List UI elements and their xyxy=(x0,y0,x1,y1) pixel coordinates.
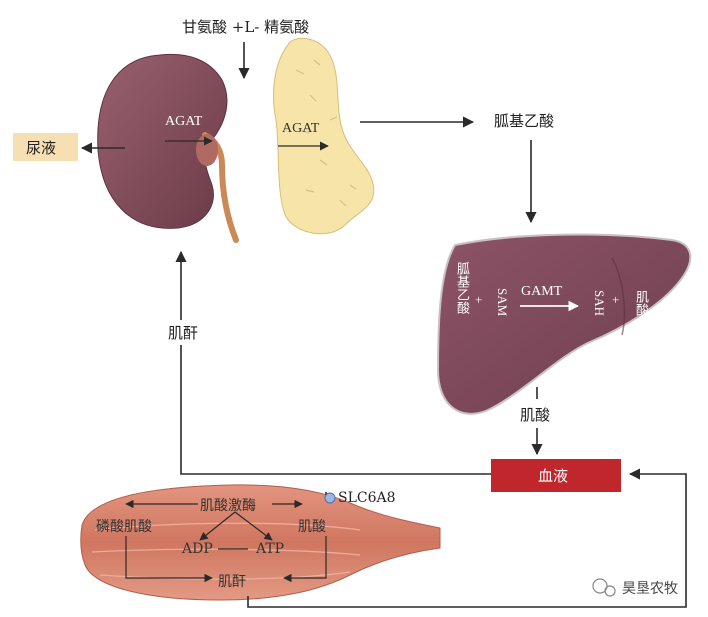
watermark-label: 昊垦农牧 xyxy=(622,581,678,597)
muscle-adp-label: ADP xyxy=(182,541,213,557)
pancreas-enzyme-label: AGAT xyxy=(282,121,320,136)
liver-plus-1: + xyxy=(475,292,483,307)
muscle-pcr-to-crn xyxy=(125,536,213,583)
muscle-creatine-label: 肌酸 xyxy=(298,519,326,535)
muscle-phosphocreatine-label: 磷酸肌酸 xyxy=(96,519,152,535)
watermark-icon xyxy=(592,578,616,597)
liver-product2-label: 肌酸 xyxy=(633,290,648,316)
muscle-arrow-to-adp xyxy=(199,511,236,541)
creatinine-left-label: 肌酐 xyxy=(168,320,199,345)
blood-label: 血液 xyxy=(538,467,569,485)
creatine-out-label: 肌酸 xyxy=(520,406,551,424)
pancreas-organ xyxy=(273,37,375,235)
slc6a8-label: SLC6A8 xyxy=(338,490,396,506)
slc6a8-transporter-dot xyxy=(324,492,336,504)
muscle-kinase-label: 肌酸激酶 xyxy=(200,498,256,514)
liver-enzyme-label: GAMT xyxy=(521,284,563,299)
arrow-creatinine-to-blood xyxy=(247,468,687,608)
kidney-organ xyxy=(97,53,239,243)
liver-substrate1-label: 胍基乙酸 xyxy=(454,262,469,314)
top-reaction-label: 甘氨酸 +L- 精氨酸 xyxy=(182,18,310,36)
muscle-cr-to-crn xyxy=(283,536,327,583)
urine-box xyxy=(13,133,78,161)
muscle-creatinine-label: 肌酐 xyxy=(218,574,246,590)
liver-organ xyxy=(436,233,692,415)
liver-substrate2-label: SAM xyxy=(495,288,510,317)
guanidinoacetate-label: 胍基乙酸 xyxy=(494,112,555,130)
muscle-arrow-to-atp xyxy=(234,511,273,541)
muscle-atp-label: ATP xyxy=(256,541,285,557)
liver-product1-label: SAH xyxy=(592,290,607,317)
blood-box xyxy=(491,459,621,492)
urine-label: 尿液 xyxy=(26,139,57,157)
kidney-enzyme-label: AGAT xyxy=(165,114,203,129)
liver-plus-2: + xyxy=(612,292,620,307)
